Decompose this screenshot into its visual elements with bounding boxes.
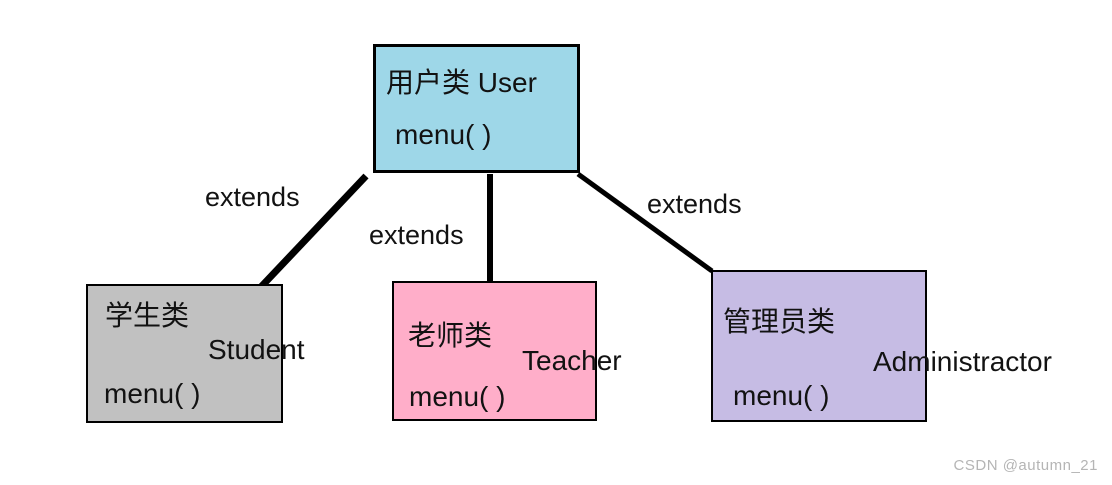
class-box-student: 学生类 Student menu( )	[86, 284, 305, 423]
class-title-administrator-cn: 管理员类	[723, 306, 836, 337]
class-method-administrator: menu( )	[733, 380, 830, 411]
edge-label-extends-teacher: extends	[369, 220, 464, 250]
class-box-administrator: 管理员类 Administractor menu( )	[711, 270, 1052, 422]
class-title-teacher-en: Teacher	[522, 345, 622, 376]
class-method-student: menu( )	[104, 378, 201, 409]
watermark: CSDN @autumn_21	[953, 457, 1098, 474]
class-title-teacher-cn: 老师类	[408, 320, 493, 351]
edge-label-extends-administrator: extends	[647, 189, 742, 219]
class-title-user: 用户类 User	[386, 67, 537, 98]
class-box-user: 用户类 User menu( )	[373, 44, 580, 173]
class-method-user: menu( )	[395, 119, 492, 150]
edge-label-extends-student: extends	[205, 182, 300, 212]
class-method-teacher: menu( )	[409, 381, 506, 412]
class-title-administrator-en: Administractor	[873, 346, 1052, 377]
class-title-student-cn: 学生类	[105, 300, 190, 331]
class-box-teacher: 老师类 Teacher menu( )	[392, 281, 622, 421]
class-title-student-en: Student	[208, 334, 305, 365]
